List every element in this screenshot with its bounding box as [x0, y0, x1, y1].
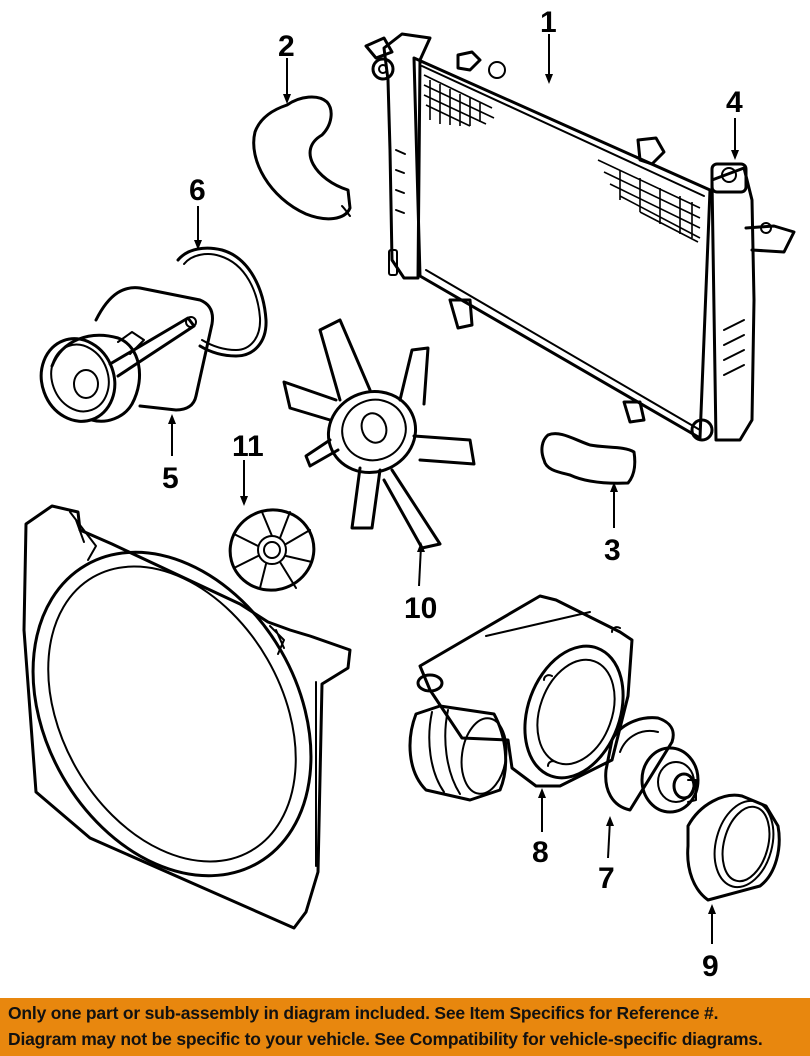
- fan-shroud-part[interactable]: [0, 502, 367, 930]
- callout-2: 2: [278, 30, 295, 104]
- callout-7: 7: [598, 816, 615, 895]
- fan-clutch-part[interactable]: [221, 500, 323, 599]
- disclaimer-line-2: Diagram may not be specific to your vehi…: [8, 1029, 763, 1049]
- callout-label: 8: [532, 836, 549, 869]
- callout-4: 4: [726, 86, 743, 160]
- callout-label: 7: [598, 862, 615, 895]
- disclaimer-banner: Only one part or sub-assembly in diagram…: [0, 998, 810, 1056]
- lower-hose-part[interactable]: [540, 432, 637, 485]
- callout-11: 11: [232, 430, 264, 506]
- callout-3: 3: [604, 482, 621, 567]
- seal-part[interactable]: [686, 793, 783, 902]
- callout-10: 10: [404, 542, 437, 625]
- parts-diagram: 1 2 3 4 5 6 7 8 9 10: [0, 6, 796, 983]
- callout-8: 8: [532, 788, 549, 869]
- callout-label: 1: [540, 6, 557, 39]
- radiator-part[interactable]: [364, 32, 796, 442]
- callout-label: 5: [162, 462, 179, 495]
- callout-1: 1: [540, 6, 557, 84]
- fan-blade-part[interactable]: [282, 318, 476, 550]
- callout-label: 11: [232, 430, 264, 463]
- thermostat-part[interactable]: [604, 716, 700, 814]
- water-pump-part[interactable]: [30, 286, 214, 432]
- callout-label: 6: [189, 174, 206, 207]
- callout-label: 2: [278, 30, 295, 63]
- thermostat-housing-part[interactable]: [408, 594, 640, 802]
- callout-label: 10: [404, 592, 437, 625]
- gasket-part[interactable]: [176, 246, 268, 358]
- disclaimer-line-1: Only one part or sub-assembly in diagram…: [8, 1003, 719, 1023]
- upper-hose-part[interactable]: [252, 95, 352, 221]
- callout-label: 3: [604, 534, 621, 567]
- callout-9: 9: [702, 904, 719, 983]
- callout-5: 5: [162, 414, 179, 495]
- callout-label: 4: [726, 86, 743, 119]
- callout-6: 6: [189, 174, 206, 250]
- callout-label: 9: [702, 950, 719, 983]
